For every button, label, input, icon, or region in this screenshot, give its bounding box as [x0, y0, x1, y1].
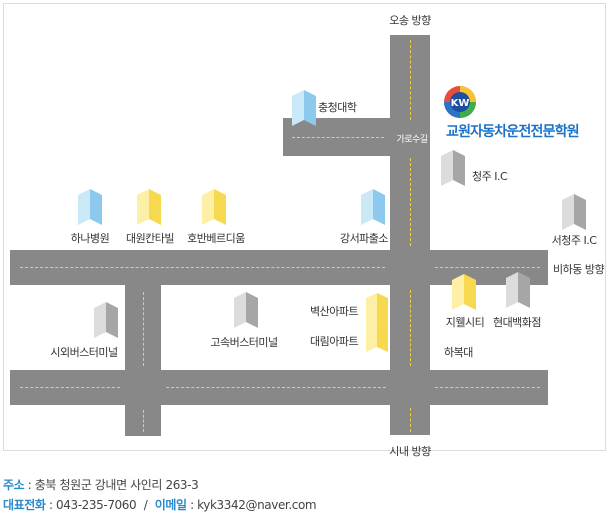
- building-yellow-icon: [366, 293, 388, 325]
- building-gray-icon: [506, 272, 530, 308]
- phone-colon: :: [45, 498, 57, 512]
- lane-marking: [143, 410, 144, 432]
- address-value: 충북 청원군 강내면 사인리 263-3: [34, 478, 199, 492]
- lane-marking: [435, 387, 540, 388]
- label-express-terminal: 고속버스터미널: [210, 336, 278, 349]
- lane-marking: [143, 292, 144, 366]
- building-yellow-icon: [137, 189, 161, 225]
- building-yellow-icon: [202, 189, 226, 225]
- academy-logo-icon: KW: [444, 86, 476, 118]
- label-seocheongju-ic: 서청주 I.C: [551, 234, 597, 247]
- address-line: 주소 : 충북 청원군 강내면 사인리 263-3: [3, 476, 199, 493]
- direction-east: 비하동 방향: [553, 263, 605, 276]
- building-gray-icon: [234, 292, 258, 328]
- label-gangseo-police: 강서파출소: [339, 232, 389, 245]
- lane-marking: [410, 408, 411, 432]
- building-yellow-icon: [366, 320, 388, 352]
- label-daerim-apt: 대림아파트: [310, 335, 359, 348]
- label-jwell-city: 지웰시티: [445, 316, 485, 329]
- academy-logo-text: KW: [451, 98, 470, 109]
- lane-marking: [410, 40, 411, 120]
- building-yellow-icon: [452, 274, 476, 310]
- contact-separator: /: [143, 498, 148, 512]
- direction-north: 오송 방향: [389, 14, 431, 27]
- lane-marking: [435, 267, 540, 268]
- label-cheongju-ic: 청주 I.C: [472, 170, 508, 183]
- lane-marking: [20, 387, 120, 388]
- label-intercity-terminal: 시외버스터미널: [50, 346, 118, 359]
- building-gray-icon: [441, 150, 465, 186]
- lane-marking: [166, 387, 386, 388]
- academy-name: 교원자동차운전전문학원: [446, 124, 580, 140]
- direction-south: 시내 방향: [389, 445, 431, 458]
- lane-marking: [292, 137, 384, 138]
- label-chungcheong-univ: 충청대학: [318, 101, 357, 114]
- building-blue-icon: [361, 189, 385, 225]
- email-colon: :: [186, 498, 198, 512]
- phone-value: 043-235-7060: [56, 498, 137, 512]
- label-habokdae: 하복대: [444, 346, 473, 359]
- building-blue-icon: [78, 189, 102, 225]
- phone-label: 대표전화: [3, 498, 46, 512]
- email-label: 이메일: [154, 498, 187, 512]
- contact-line: 대표전화 : 043-235-7060 / 이메일 : kyk3342@nave…: [3, 496, 317, 513]
- lane-marking: [410, 290, 411, 366]
- address-colon: :: [24, 478, 35, 492]
- address-label: 주소: [3, 478, 25, 492]
- label-daewon-cantabile: 대원칸타빌: [125, 232, 175, 245]
- building-gray-icon: [562, 194, 586, 230]
- label-baeksan-apt: 벽산아파트: [310, 305, 359, 318]
- email-link[interactable]: kyk3342@naver.com: [197, 498, 317, 512]
- label-hoban-verdium: 호반베르디움: [187, 232, 245, 245]
- label-hana-hospital: 하나병원: [70, 232, 110, 245]
- label-hyundai-dept: 현대백화점: [492, 316, 542, 329]
- lane-marking: [410, 158, 411, 246]
- intersection-label: 가로수길: [396, 135, 428, 145]
- lane-marking: [20, 267, 385, 268]
- building-blue-icon: [292, 90, 316, 126]
- building-gray-icon: [94, 302, 118, 338]
